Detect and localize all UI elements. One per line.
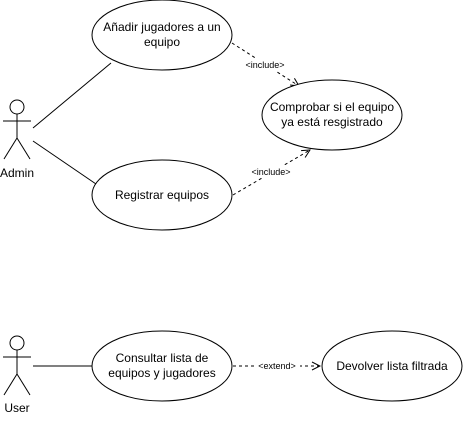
- actor-user-figure: [3, 335, 31, 396]
- include-label-2: <include>: [251, 167, 290, 177]
- use-case-check-team: [261, 79, 403, 151]
- use-case-register-teams-line1: Registrar equipos: [115, 188, 209, 202]
- use-case-check-team-line2: ya está resgistrado: [281, 115, 383, 129]
- include-line-uc1-uc2: [231, 42, 299, 86]
- include-label-1: <include>: [245, 60, 284, 70]
- use-case-register-teams: [91, 159, 233, 231]
- use-case-check-team-line1: Comprobar si el equipo: [270, 100, 394, 114]
- include-label-bg-2: [246, 165, 296, 178]
- use-case-filtered-list: [321, 330, 463, 402]
- actor-admin-label: Admin: [0, 166, 34, 180]
- include-label-bg-1: [240, 58, 290, 71]
- use-case-add-players-line2: equipo: [144, 35, 180, 49]
- use-case-query-list-line1: Consultar lista de: [116, 351, 209, 365]
- extend-label: <extend>: [258, 361, 296, 371]
- actor-user-label: User: [4, 401, 29, 415]
- use-case-filtered-list-line1: Devolver lista filtrada: [336, 359, 448, 373]
- use-case-query-list: [91, 330, 233, 402]
- association-admin-uc1: [32, 62, 112, 129]
- use-case-query-list-line2: equipos y jugadores: [108, 366, 215, 380]
- use-case-add-players: [91, 0, 233, 71]
- actor-admin-figure: [3, 99, 31, 160]
- extend-label-bg: [254, 359, 300, 372]
- association-admin-uc3: [32, 140, 97, 185]
- use-case-add-players-line1: Añadir jugadores a un: [103, 20, 220, 34]
